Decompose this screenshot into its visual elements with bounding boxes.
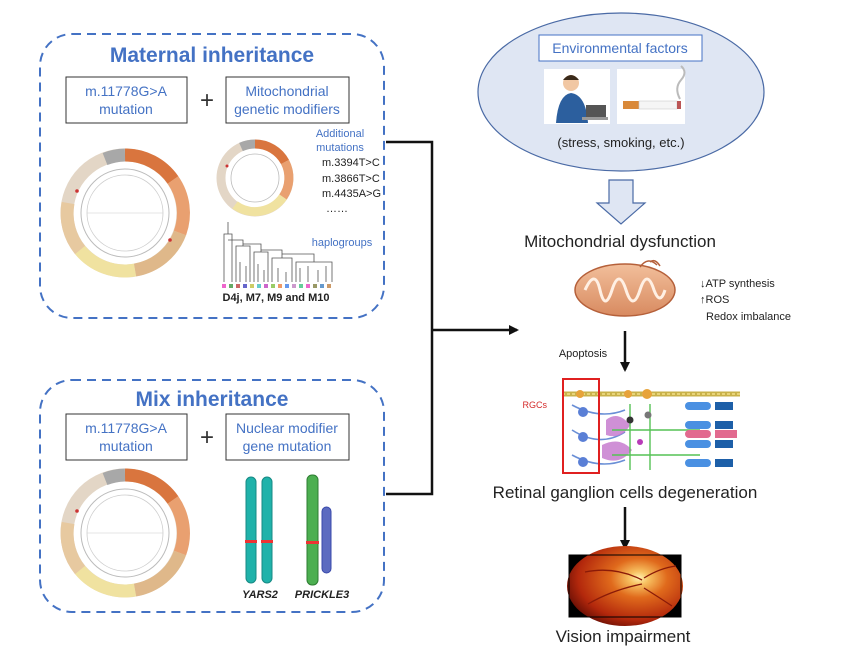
connector-bracket bbox=[386, 140, 519, 496]
mtdna-map-icon bbox=[60, 468, 190, 598]
mix-mutation-line1: m.11778G>A bbox=[85, 420, 168, 436]
effect-ros: ↑ROS bbox=[700, 294, 729, 306]
maternal-modifier-box: Mitochondrial genetic modifiers bbox=[225, 76, 350, 124]
haplogroups-label: haplogroups bbox=[312, 237, 373, 249]
mutation-item: m.3866T>C bbox=[322, 173, 380, 185]
maternal-title: Maternal inheritance bbox=[110, 44, 314, 67]
mix-modifier-line2: gene mutation bbox=[243, 438, 332, 454]
stressed-person-icon bbox=[544, 69, 610, 124]
plus-sign: + bbox=[200, 424, 214, 451]
maternal-panel: Maternal inheritance m.11778G>A mutation… bbox=[39, 33, 385, 319]
mutation-item: m.4435A>G bbox=[322, 188, 381, 200]
haplogroup-tree-icon bbox=[223, 222, 333, 282]
maternal-mutation-box: m.11778G>A mutation bbox=[65, 76, 188, 124]
mutation-item: …… bbox=[326, 203, 348, 215]
effect-atp: ↓ATP synthesis bbox=[700, 278, 775, 290]
mito-dysfunction-label: Mitochondrial dysfunction bbox=[524, 232, 716, 251]
gene-yars2-label: YARS2 bbox=[242, 589, 278, 601]
down-arrow-icon bbox=[595, 179, 647, 225]
mutation-item: m.3394T>C bbox=[322, 157, 380, 169]
gene-prickle3-label: PRICKLE3 bbox=[295, 589, 349, 601]
cigarette-icon bbox=[617, 65, 686, 124]
additional-mutations-label-1: Additional bbox=[316, 128, 364, 140]
vision-impairment-label: Vision impairment bbox=[556, 627, 691, 646]
mtdna-map-small-icon bbox=[216, 139, 294, 217]
chromosome-prickle3-icon bbox=[306, 474, 332, 586]
mitochondrion-icon bbox=[574, 259, 676, 317]
plus-sign: + bbox=[200, 87, 214, 114]
degeneration-label: Retinal ganglion cells degeneration bbox=[493, 483, 758, 502]
mix-panel: Mix inheritance m.11778G>A mutation + Nu… bbox=[39, 379, 385, 613]
mix-modifier-box: Nuclear modifier gene mutation bbox=[225, 413, 350, 461]
mix-title: Mix inheritance bbox=[136, 388, 289, 411]
maternal-modifier-line1: Mitochondrial bbox=[245, 83, 328, 99]
apoptosis-label: Apoptosis bbox=[559, 348, 608, 360]
haplogroup-color-markers bbox=[222, 284, 331, 288]
mix-mutation-box: m.11778G>A mutation bbox=[65, 413, 188, 461]
mix-modifier-line1: Nuclear modifier bbox=[236, 420, 338, 436]
fundus-image bbox=[567, 546, 683, 626]
mix-mutation-line2: mutation bbox=[99, 438, 153, 454]
haplogroups-list: D4j, M7, M9 and M10 bbox=[223, 292, 330, 304]
maternal-modifier-line2: genetic modifiers bbox=[234, 101, 340, 117]
chromosome-yars2-icon bbox=[245, 476, 273, 584]
rgc-highlight-box bbox=[562, 378, 600, 474]
rgcs-label: RGCs bbox=[523, 400, 548, 410]
mtdna-map-icon bbox=[60, 148, 190, 278]
additional-mutations-label-2: mutations bbox=[316, 142, 364, 154]
environment-title: Environmental factors bbox=[552, 40, 687, 56]
maternal-mutation-line1: m.11778G>A bbox=[85, 83, 168, 99]
environment-panel: Environmental factors (stress, smoking, … bbox=[477, 12, 765, 172]
retina-cells-illustration bbox=[562, 389, 740, 470]
environment-caption: (stress, smoking, etc.) bbox=[557, 135, 684, 150]
effect-redox: Redox imbalance bbox=[706, 311, 791, 323]
maternal-mutation-line2: mutation bbox=[99, 101, 153, 117]
